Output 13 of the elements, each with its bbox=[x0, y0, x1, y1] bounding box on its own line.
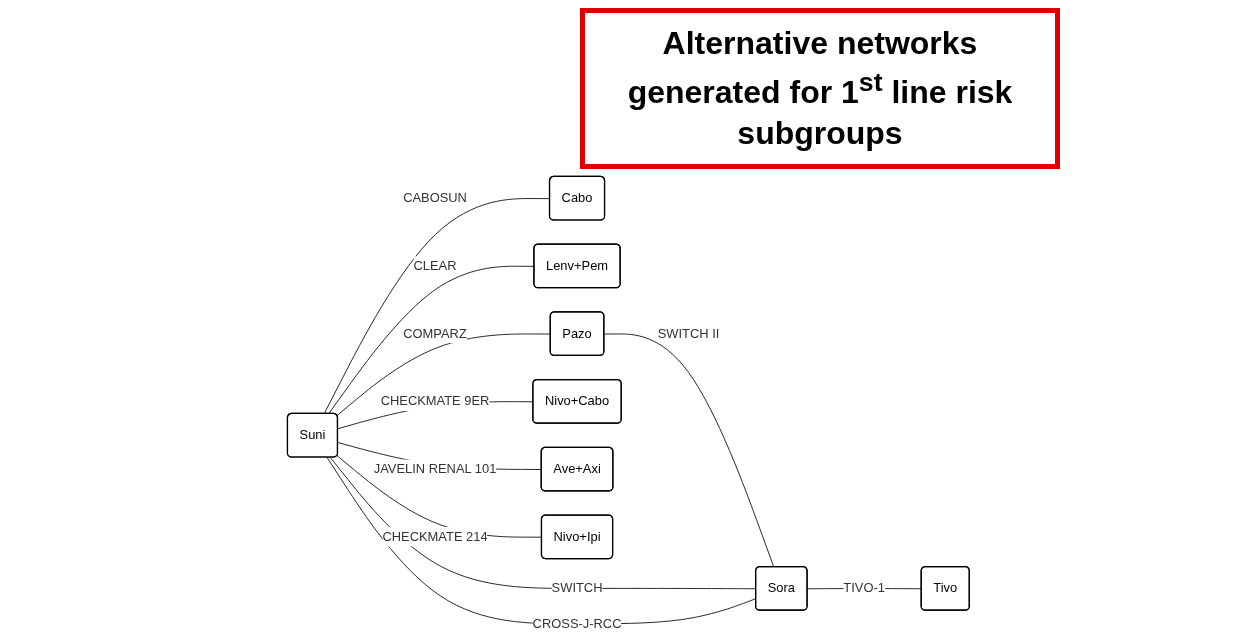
edge-label: CLEAR bbox=[413, 258, 457, 273]
edge-label: COMPARZ bbox=[402, 326, 467, 341]
edge-label: CABOSUN bbox=[402, 190, 467, 205]
connector bbox=[603, 333, 774, 568]
edge-label: CHECKMATE 214 bbox=[382, 529, 488, 544]
edge-label: CROSS-J-RCC bbox=[532, 616, 622, 631]
edge-label: CHECKMATE 9ER bbox=[380, 394, 490, 408]
edge-label: JAVELIN RENAL 101 bbox=[373, 461, 496, 476]
edge-label: TIVO-1 bbox=[842, 581, 885, 595]
title: Alternative networks generated for 1$^{st}$ line risk subgroups bbox=[580, 8, 1060, 170]
connector bbox=[336, 455, 542, 538]
edge-label: SWITCH II bbox=[657, 326, 719, 341]
edge-label: SWITCH bbox=[551, 581, 603, 595]
